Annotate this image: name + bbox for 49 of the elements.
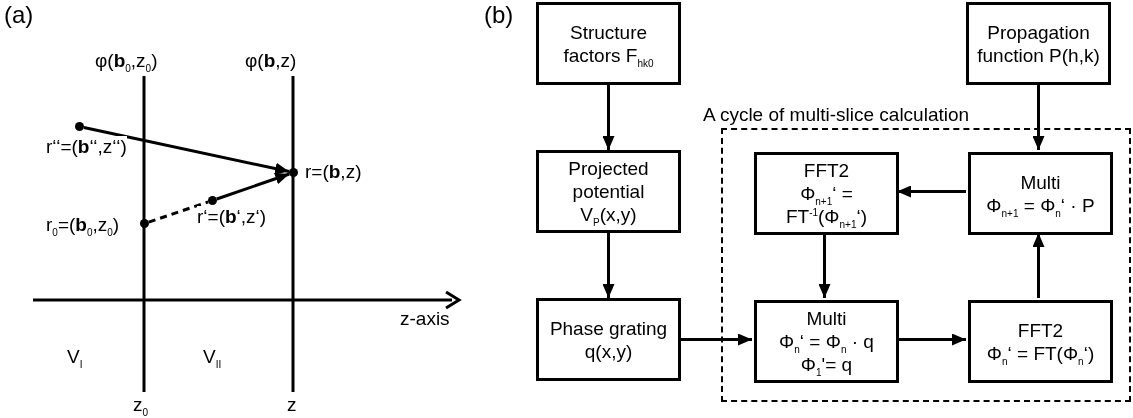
- arrow: [818, 233, 831, 298]
- math-label: φ(b,z): [245, 50, 297, 72]
- process-box: [754, 300, 899, 383]
- process-box: [968, 152, 1113, 235]
- box-heading: Multi: [1020, 170, 1061, 194]
- arrow: [897, 185, 966, 198]
- arrow: [1032, 85, 1045, 150]
- panel-label: (a): [4, 4, 34, 26]
- math-label: φ(b$_{0}$,z$_{0}$): [95, 50, 158, 72]
- process-box: [968, 300, 1113, 383]
- math-label: z$_{0}$: [133, 394, 149, 416]
- point-label: r‘=(b‘,z‘): [197, 206, 267, 228]
- point-marker: [140, 219, 149, 228]
- arrow: [897, 333, 966, 346]
- box-text: Projected potential V$_{P}$(x,y): [567, 157, 650, 226]
- formula-text: Φ$_{n}$‘ = FT(Φ$_{n}$‘): [986, 341, 1095, 365]
- arrow: [602, 85, 615, 150]
- box-heading: Multi: [806, 307, 847, 330]
- arrow: [602, 233, 615, 298]
- arrow: [1032, 233, 1045, 298]
- arrow: [216, 172, 290, 201]
- box-heading: FFT2: [1017, 318, 1064, 342]
- box-text: Propagation function P(h,k): [976, 20, 1101, 67]
- math-label: z: [287, 394, 297, 416]
- axis-label: z-axis: [400, 308, 450, 330]
- math-label: V$_{I}$: [67, 346, 83, 368]
- formula-text: Φ$_{1}$'= q: [800, 353, 853, 376]
- box-text: Phase grating q(x,y): [548, 316, 669, 363]
- point-marker: [208, 196, 217, 205]
- formula-text: FT$^{-1}$(Φ$_{n+1}$‘): [785, 205, 868, 228]
- box-text: Structure factors F$_{hk0}$: [562, 20, 655, 67]
- formula-text: Φ$_{n}$‘ = Φ$_{n}$ · q: [779, 330, 874, 353]
- process-box: [966, 2, 1111, 85]
- box-heading: FFT2: [803, 159, 850, 182]
- math-label: V$_{II}$: [203, 346, 222, 368]
- panel-label: (b): [484, 4, 514, 26]
- arrow: [681, 333, 752, 346]
- point-marker: [75, 122, 84, 131]
- process-box: [536, 298, 681, 381]
- process-box: [536, 150, 681, 233]
- process-box: [536, 2, 681, 85]
- group-title: A cycle of multi-slice calculation: [703, 104, 970, 126]
- point-label: r‘‘=(b‘‘,z‘‘): [46, 136, 127, 158]
- process-box: [754, 152, 899, 235]
- arrow: [83, 126, 290, 175]
- formula-text: Φ$_{n+1}$ = Φ$_{n}$‘ · P: [986, 193, 1095, 217]
- connector-line: [148, 200, 209, 224]
- formula-text: Φ$_{n+1}$‘ =: [800, 182, 853, 205]
- point-marker: [289, 168, 298, 177]
